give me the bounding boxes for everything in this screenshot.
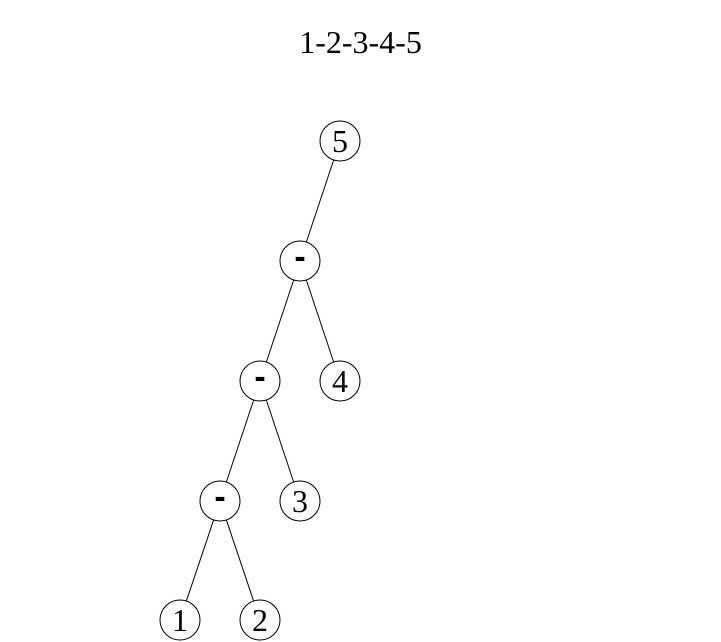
node-label: - — [214, 478, 225, 516]
node-circle — [279, 480, 321, 522]
node-label: - — [294, 238, 305, 276]
node-circle — [319, 360, 361, 402]
node-label: 1 — [172, 602, 188, 638]
operator-node-op3: - — [239, 358, 281, 402]
edge-op4-op3 — [265, 279, 295, 363]
operand-node-n5: 5 — [319, 120, 361, 162]
node-label: 5 — [332, 123, 348, 159]
diagram-title: 1-2-3-4-5 — [299, 24, 422, 60]
tree-nodes: 5 - - 4 - 3 1 2 — [159, 120, 361, 641]
operand-node-n1: 1 — [159, 599, 201, 641]
node-circle — [159, 599, 201, 641]
node-label: 4 — [332, 363, 348, 399]
node-label: 3 — [292, 483, 308, 519]
edge-op2-n2 — [225, 519, 255, 602]
node-circle — [239, 599, 281, 641]
operand-node-n4: 4 — [319, 360, 361, 402]
edge-op3-n3 — [265, 399, 295, 483]
operator-node-op4: - — [279, 238, 321, 282]
edge-op2-n1 — [185, 519, 215, 602]
operand-node-n2: 2 — [239, 599, 281, 641]
node-circle — [279, 240, 321, 282]
node-circle — [199, 480, 241, 522]
tree-edges — [185, 159, 335, 602]
edge-op3-op2 — [225, 399, 255, 483]
node-circle — [239, 360, 281, 402]
edge-op4-n4 — [305, 279, 335, 363]
node-label: - — [254, 358, 265, 396]
edge-n5-op4 — [305, 159, 335, 243]
operand-node-n3: 3 — [279, 480, 321, 522]
node-circle — [319, 120, 361, 162]
node-label: 2 — [252, 602, 268, 638]
operator-node-op2: - — [199, 478, 241, 522]
